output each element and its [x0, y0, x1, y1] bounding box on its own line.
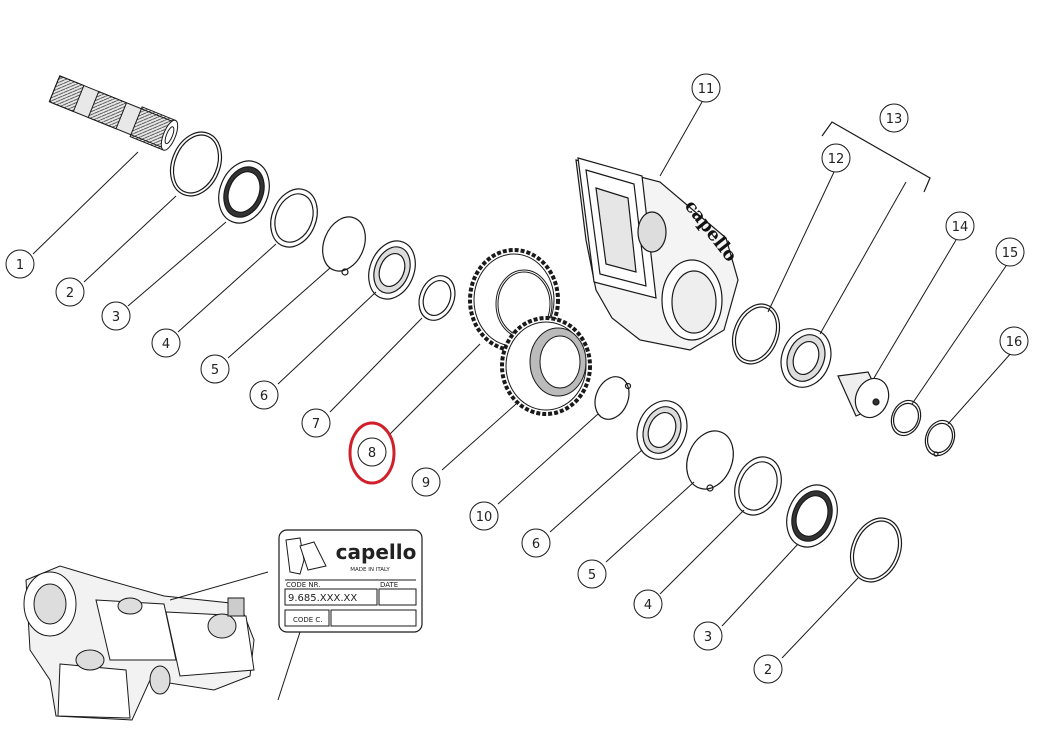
callout-6b: 6 [521, 528, 551, 558]
callout-9-label: 9 [422, 476, 430, 491]
callout-5b: 5 [577, 559, 607, 589]
plate-code-value: 9.685.XXX.XX [288, 593, 357, 604]
callout-3b: 3 [693, 621, 723, 651]
part-snap-ring-right [686, 430, 734, 492]
part-gear-9 [500, 316, 592, 416]
callout-3b-label: 3 [704, 630, 712, 645]
callout-4b: 4 [633, 589, 663, 619]
callout-6b-label: 6 [532, 537, 540, 552]
part-circlip-right [849, 517, 903, 583]
callout-4a-label: 4 [162, 337, 170, 352]
callout-14-label: 14 [952, 220, 969, 235]
callout-4a: 4 [151, 328, 181, 358]
part-shaft [48, 75, 179, 151]
callout-10-label: 10 [476, 510, 493, 525]
part-housing: capello [575, 157, 741, 351]
plate-code-nr-label: CODE NR. [286, 581, 321, 589]
callout-5a: 5 [200, 354, 230, 384]
callout-15-label: 15 [1002, 246, 1019, 261]
name-plate: capello MADE IN ITALY CODE NR. DATE 9.68… [278, 529, 423, 633]
part-snap-ring-10 [594, 376, 632, 420]
callout-10: 10 [469, 501, 499, 531]
part-circlip-12 [731, 303, 781, 365]
part-shim-right [734, 456, 782, 516]
callout-4b-label: 4 [644, 598, 652, 613]
callout-7: 7 [301, 408, 331, 438]
callout-16: 16 [999, 326, 1029, 356]
callout-6a-label: 6 [260, 389, 268, 404]
callout-5b-label: 5 [588, 568, 596, 583]
callout-13-label: 13 [886, 112, 903, 127]
part-bearing-left [368, 240, 416, 300]
part-snap-ring-16 [924, 419, 956, 457]
callout-13: 13 [879, 103, 909, 133]
plate-leader [277, 631, 301, 701]
callout-3a: 3 [101, 301, 131, 331]
plate-brand: capello [336, 540, 417, 564]
leader-lines [32, 101, 1013, 659]
brand-logo-mark [285, 537, 327, 575]
part-bushing-14 [837, 371, 890, 419]
callout-1-label: 1 [16, 258, 24, 273]
callout-2b: 2 [753, 654, 783, 684]
callout-11: 11 [691, 73, 721, 103]
part-ring-15 [890, 399, 922, 437]
bracket-13 [821, 121, 931, 193]
part-seal-left [218, 160, 270, 224]
callout-8-label: 8 [368, 446, 376, 461]
part-seal-right [786, 484, 838, 548]
plate-code-c-label: CODE C. [293, 616, 323, 624]
callout-3a-label: 3 [112, 310, 120, 325]
part-snap-ring-left [322, 216, 366, 276]
callout-9: 9 [411, 467, 441, 497]
callout-12-label: 12 [828, 152, 845, 167]
callout-11-label: 11 [698, 82, 715, 97]
part-circlip-left [169, 131, 223, 197]
plate-made-in: MADE IN ITALY [350, 567, 390, 573]
callout-2b-label: 2 [764, 663, 772, 678]
part-bearing-13 [780, 328, 832, 388]
highlight-ring [348, 421, 396, 485]
callout-5a-label: 5 [211, 363, 219, 378]
plate-date-label: DATE [380, 581, 398, 589]
callout-6a: 6 [249, 380, 279, 410]
part-bearing-right [636, 400, 688, 460]
assembly-illustration [23, 565, 269, 721]
callout-15: 15 [995, 237, 1025, 267]
callout-2a-label: 2 [66, 286, 74, 301]
callout-7-label: 7 [312, 417, 320, 432]
callout-14: 14 [945, 211, 975, 241]
callout-2a: 2 [55, 277, 85, 307]
part-shim-left [270, 188, 318, 248]
callout-1: 1 [5, 249, 35, 279]
callout-16-label: 16 [1006, 335, 1023, 350]
callout-8: 8 [348, 421, 396, 485]
callout-12: 12 [821, 143, 851, 173]
part-spacer [418, 275, 456, 321]
